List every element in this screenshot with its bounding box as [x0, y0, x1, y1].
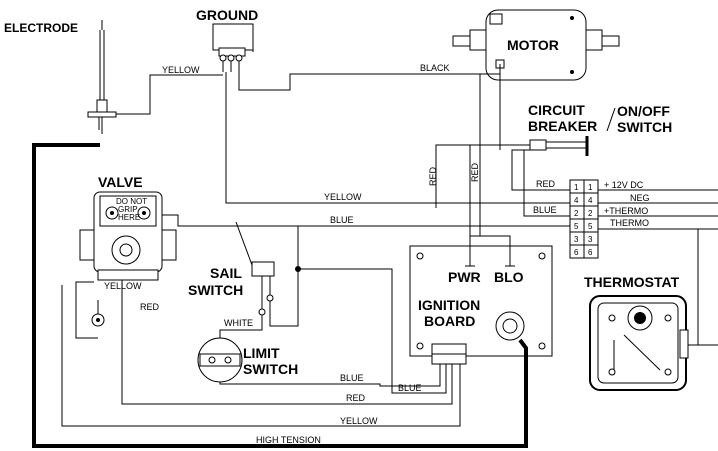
- valve-note-3: HERE: [118, 213, 140, 222]
- limit-switch-label-1: LIMIT: [243, 345, 280, 361]
- limit-switch: [197, 337, 243, 383]
- wire-red-valve: RED: [140, 302, 160, 312]
- wire-blue-limit: BLUE: [340, 373, 364, 383]
- terminal-left-2: 2: [574, 209, 579, 218]
- circuit-breaker-label-2: BREAKER: [528, 118, 597, 134]
- wire-high-tension: HIGH TENSION: [256, 435, 321, 445]
- onoff-switch-label-2: SWITCH: [617, 119, 672, 135]
- terminal-label-thermo-pos: +THERMO: [604, 206, 648, 216]
- wire-yellow-valve-inner: YELLOW: [104, 281, 142, 291]
- wire-yellow-bottom: YELLOW: [340, 416, 378, 426]
- thermostat: [589, 295, 718, 391]
- blo-label: BLO: [494, 269, 524, 285]
- ignition-board-label-1: IGNITION: [418, 297, 480, 313]
- valve-note-2: GRIP: [118, 205, 138, 214]
- limit-switch-label-2: SWITCH: [243, 361, 298, 377]
- wire-red-cb: RED: [428, 166, 438, 186]
- terminal-label-12v: + 12V DC: [604, 180, 644, 190]
- terminal-right-4: 4: [588, 196, 593, 205]
- onoff-switch-label-1: ON/OFF: [617, 103, 670, 119]
- wire-blue-board: BLUE: [398, 383, 422, 393]
- terminal-right-1: 1: [588, 183, 593, 192]
- terminal-left-4: 4: [574, 196, 579, 205]
- terminal-right-3: 3: [588, 235, 593, 244]
- circuit-breaker: [529, 136, 589, 156]
- terminal-left-1: 1: [574, 183, 579, 192]
- sail-switch: [235, 221, 275, 316]
- ground-terminal: [212, 23, 254, 72]
- wire-blue-term: BLUE: [533, 205, 557, 215]
- wire-red-pwr: RED: [470, 162, 480, 182]
- pwr-label: PWR: [448, 269, 481, 285]
- wire-white: WHITE: [224, 318, 253, 328]
- ignition-board: [409, 245, 553, 365]
- motor-label: MOTOR: [507, 37, 559, 53]
- ignition-board-label-2: BOARD: [424, 313, 475, 329]
- valve: [79, 191, 177, 327]
- ground-label: GROUND: [196, 7, 258, 23]
- valve-label: VALVE: [98, 174, 143, 190]
- electrode: [87, 20, 117, 134]
- sail-switch-label-1: SAIL: [210, 265, 242, 281]
- circuit-breaker-label-1: CIRCUIT: [528, 102, 585, 118]
- terminal-left-3: 3: [574, 235, 579, 244]
- terminal-block: [569, 179, 599, 259]
- wire-yellow-ground: YELLOW: [162, 65, 200, 75]
- terminal-right-5: 5: [588, 222, 593, 231]
- wire-red-12v: RED: [536, 179, 556, 189]
- terminal-right-2: 2: [588, 209, 593, 218]
- sail-switch-label-2: SWITCH: [188, 282, 243, 298]
- wire-blue-upper: BLUE: [330, 215, 354, 225]
- terminal-right-6: 6: [588, 248, 593, 257]
- terminal-label-neg: NEG: [630, 193, 650, 203]
- terminal-label-thermo: THERMO: [610, 218, 649, 228]
- motor: [452, 9, 620, 81]
- wire-red-bottom: RED: [346, 393, 366, 403]
- terminal-left-5: 5: [574, 222, 579, 231]
- wire-yellow-valve: YELLOW: [324, 192, 362, 202]
- electrode-label: ELECTRODE: [4, 21, 78, 35]
- terminal-left-6: 6: [574, 248, 579, 257]
- thermostat-label: THERMOSTAT: [584, 274, 680, 290]
- valve-note-1: DO NOT: [116, 197, 147, 206]
- wire-black: BLACK: [420, 63, 450, 73]
